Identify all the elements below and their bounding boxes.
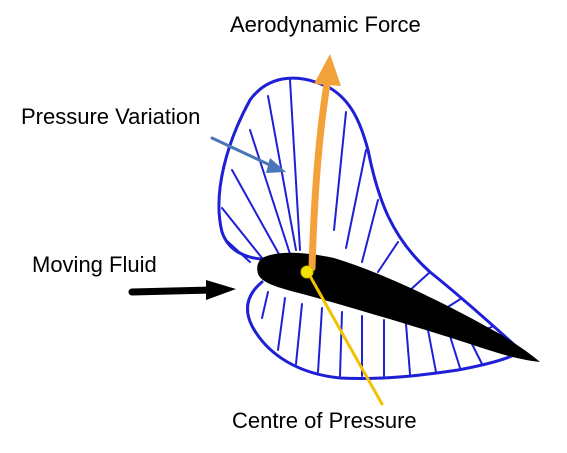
pressure-variation-arrow <box>210 136 286 173</box>
lower-hatching <box>261 291 483 377</box>
airfoil <box>257 252 540 362</box>
moving-fluid-label: Moving Fluid <box>32 252 157 277</box>
lower-pressure-envelope <box>246 280 522 381</box>
pressure-variation-label: Pressure Variation <box>21 104 201 129</box>
centre-of-pressure-point <box>300 265 314 279</box>
moving-fluid-arrow <box>128 280 236 300</box>
aerodynamic-force-arrow <box>308 54 341 272</box>
centre-of-pressure-label: Centre of Pressure <box>232 408 417 433</box>
aerodynamic-force-label: Aerodynamic Force <box>230 12 421 37</box>
centre-of-pressure-leader <box>308 274 384 406</box>
